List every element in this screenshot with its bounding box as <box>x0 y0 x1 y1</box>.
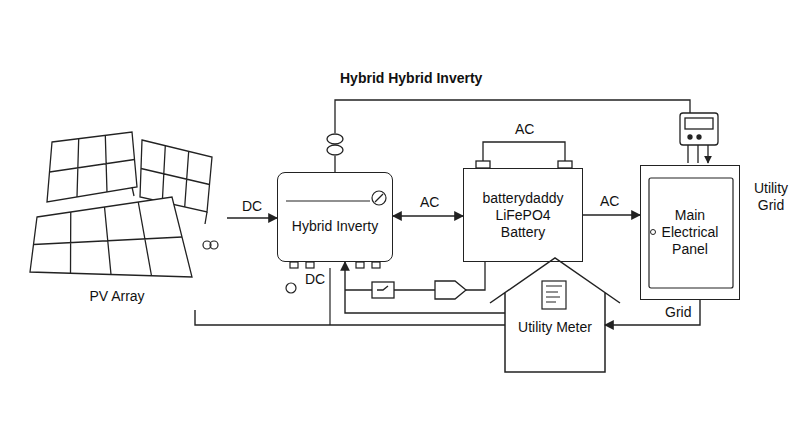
port <box>306 262 314 268</box>
connector <box>605 300 700 325</box>
pv-array: PV Array <box>22 112 227 310</box>
monitor-wire <box>327 100 690 172</box>
node-shape <box>278 173 392 261</box>
wire <box>345 262 485 290</box>
battery-terminals <box>476 142 572 168</box>
solar-panel <box>47 132 137 202</box>
terminal <box>476 161 490 168</box>
edge-label: AC <box>418 194 441 211</box>
ground-symbol <box>203 241 218 249</box>
connector <box>195 310 505 325</box>
node-label: Main Electrical Panel <box>651 207 729 258</box>
terminal-bracket <box>483 142 565 161</box>
connector <box>583 214 640 215</box>
panel-grid <box>34 202 183 276</box>
panel-box: Main Electrical Panel <box>640 165 740 300</box>
meter-body <box>680 113 718 145</box>
edge-label: Grid <box>663 304 693 321</box>
symbol-circle <box>210 241 218 249</box>
knob-mark <box>375 194 383 202</box>
connector-symbol <box>435 281 466 299</box>
inverter-knob <box>372 191 386 205</box>
inverter-ports <box>286 262 380 325</box>
node-shape <box>490 255 620 373</box>
meter-button <box>688 135 692 139</box>
inverter-trim <box>286 200 370 201</box>
house-outline <box>490 258 620 372</box>
breaker-line <box>345 262 485 299</box>
edge-label: DC <box>240 198 264 215</box>
solar-panels <box>30 132 212 277</box>
panel-grid <box>141 146 210 207</box>
meter-leads <box>688 145 708 163</box>
port <box>290 262 298 268</box>
transformer-coil <box>327 134 343 144</box>
wire <box>335 100 690 172</box>
annotation-label: AC <box>513 121 536 138</box>
breaker-symbol <box>372 282 394 298</box>
terminal <box>558 161 572 168</box>
inverter-box: Hybrid Inverty <box>277 172 393 262</box>
meter-button <box>697 135 701 139</box>
solar-panel <box>30 197 192 277</box>
panel-grid <box>50 135 135 197</box>
edge-label: AC <box>598 193 621 210</box>
annotation-label: DC <box>303 271 327 288</box>
connector <box>345 262 505 313</box>
door-handle <box>651 230 656 235</box>
port <box>356 262 364 268</box>
meter-screen <box>685 118 713 129</box>
panel-door <box>649 178 733 288</box>
energy-meter-device <box>680 113 718 163</box>
node-label: batterydaddy LiFePO4 Battery <box>476 190 571 241</box>
meter-icon <box>542 281 566 309</box>
annotation-label: Utility Grid <box>745 180 797 214</box>
node-label: Hybrid Inverty <box>292 218 378 235</box>
wire <box>329 268 330 325</box>
meter-house: Utility Meter <box>490 255 620 373</box>
panel-stand <box>132 187 207 224</box>
dc-plug <box>286 283 296 293</box>
connector <box>393 215 463 216</box>
node-label: PV Array <box>62 288 172 305</box>
node-label: Utility Meter <box>518 319 592 336</box>
meter-icon-lines <box>546 286 562 302</box>
battery-box: batterydaddy LiFePO4 Battery <box>463 168 583 262</box>
port <box>372 262 380 268</box>
diagram-title: Hybrid Hybrid Inverty <box>340 70 482 87</box>
connector <box>227 217 277 218</box>
transformer-coil <box>327 145 343 155</box>
breaker-glyph <box>377 286 388 290</box>
